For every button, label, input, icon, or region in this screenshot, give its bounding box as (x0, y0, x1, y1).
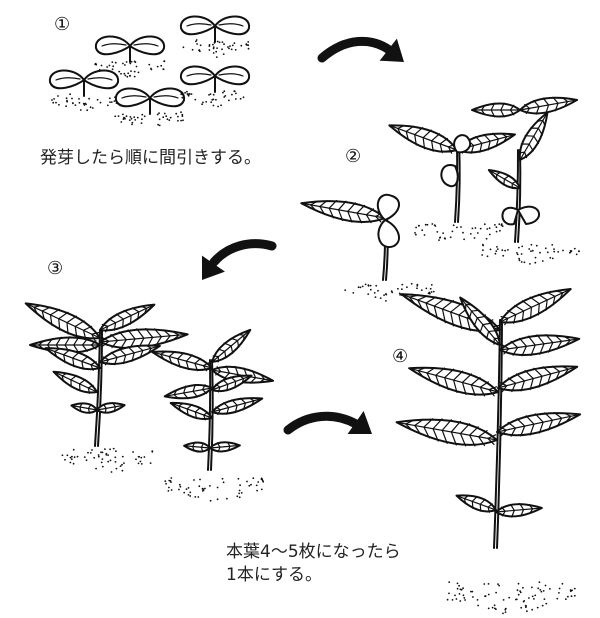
leaf (409, 368, 498, 396)
arrow-3 (288, 411, 372, 434)
leaf (71, 403, 97, 413)
leaf (100, 345, 160, 364)
leaf (100, 305, 154, 332)
leaf (500, 289, 571, 325)
leaf (212, 376, 251, 392)
arrow-2 (202, 244, 272, 280)
step-3-plants (26, 303, 273, 501)
leaf (171, 403, 212, 420)
step-4-number: ④ (392, 346, 408, 368)
leaf (26, 303, 100, 340)
step-2-plants (301, 97, 580, 302)
leaf (184, 442, 210, 452)
leaf (212, 398, 262, 414)
leaf (301, 201, 385, 223)
leaf (212, 330, 250, 362)
step-1-number: ① (54, 14, 70, 36)
step-4-plant (397, 289, 581, 614)
step-1-seedlings (50, 16, 250, 126)
leaf (389, 125, 457, 153)
leaf (165, 385, 212, 399)
leaf (498, 366, 577, 391)
leaf (519, 112, 548, 160)
leaf (500, 335, 579, 356)
leaf (472, 103, 520, 117)
caption-final-line2: 1本にする。 (226, 564, 322, 586)
leaf (210, 442, 240, 452)
step-2-number: ② (345, 146, 361, 168)
caption-thinning: 発芽したら順に間引きする。 (40, 147, 261, 169)
leaf (457, 495, 496, 512)
leaf (489, 170, 520, 188)
leaf (497, 413, 580, 437)
step-3-number: ③ (47, 258, 63, 280)
arrow-1 (322, 39, 404, 62)
leaf (520, 97, 577, 114)
leaf (45, 348, 100, 370)
leaf (53, 372, 97, 394)
leaf (397, 419, 497, 446)
leaf (152, 351, 212, 370)
leaf (496, 504, 542, 517)
caption-final-line1: 本葉4～5枚になったら (226, 541, 401, 563)
